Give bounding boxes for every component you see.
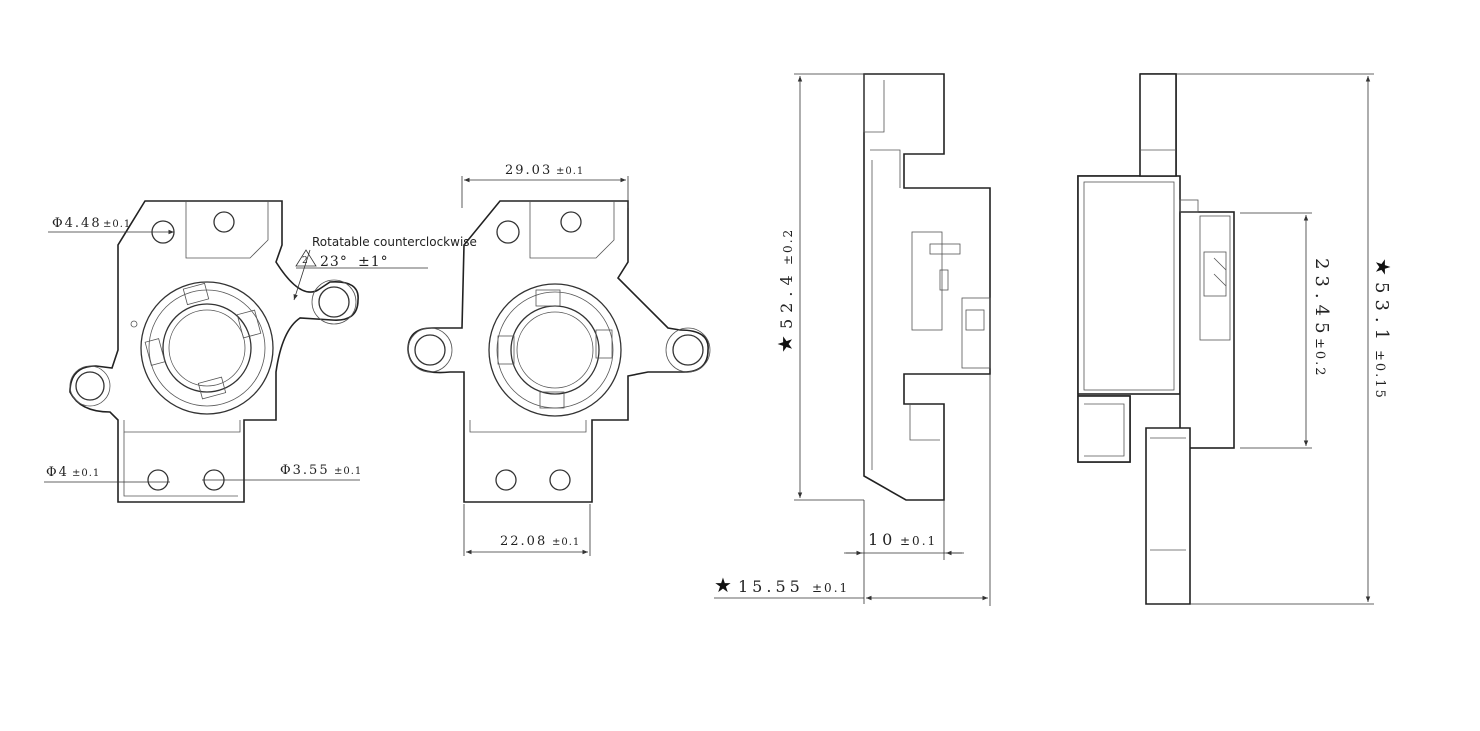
dim-hole-mid-tol: ±0.1 — [334, 466, 362, 477]
dim-height-right-tol: ±0.15 — [1372, 350, 1387, 400]
dim-hole-small-tol: ±0.1 — [72, 468, 100, 479]
dim-height-right: ★ 53.1 ±0.15 — [1176, 73, 1395, 605]
dim-height-left-key: ★ — [773, 335, 797, 353]
dim-thickness-tol: ±0.1 — [900, 534, 937, 548]
dim-thickness: 10 ±0.1 — [844, 500, 964, 604]
dim-hole-large-main: Φ4.48 — [52, 216, 102, 231]
side-view-left — [863, 73, 991, 501]
side-view-right — [1077, 73, 1235, 605]
dim-height-left-main: 52.4 — [777, 269, 796, 329]
dim-height-left-tol: ±0.2 — [781, 228, 795, 265]
rotation-flag: 2 — [302, 256, 308, 266]
dim-width-top-tol: ±0.1 — [556, 166, 584, 177]
dim-hole-small-main: Φ4 — [46, 465, 69, 480]
dim-hole-diameter-large: Φ4.48 ±0.1 — [48, 216, 174, 235]
dim-inner-height-tol: ±0.2 — [1312, 338, 1327, 378]
rotation-label: Rotatable counterclockwise — [312, 235, 477, 249]
rotation-angle: 23° — [320, 254, 348, 270]
dim-width-bottom-tol: ±0.1 — [552, 537, 580, 548]
dim-inner-height: 23.45 ±0.2 — [1240, 212, 1332, 449]
dim-width-bottom: 22.08 ±0.1 — [463, 504, 591, 556]
dim-width-top: 29.03 ±0.1 — [461, 163, 629, 208]
dim-inner-height-main: 23.45 — [1311, 258, 1332, 340]
dim-thickness-main: 10 — [868, 530, 896, 549]
rotation-tol: ±1° — [358, 254, 389, 270]
dim-height-right-main: 53.1 — [1371, 282, 1392, 346]
dim-hole-large-tol: ±0.1 — [103, 219, 131, 230]
front-view-rotated — [69, 200, 359, 503]
dim-hole-mid-main: Φ3.55 — [280, 463, 330, 478]
dim-depth-total-main: 15.55 — [738, 577, 804, 596]
dim-width-bottom-main: 22.08 — [500, 534, 547, 549]
dim-height-right-key: ★ — [1371, 258, 1395, 276]
dim-depth-total: ★ 15.55 ±0.1 — [714, 374, 991, 606]
dim-height-left: ★ 52.4 ±0.2 — [773, 73, 864, 501]
rotation-note: 2 Rotatable counterclockwise 23° ±1° — [293, 235, 477, 301]
dim-width-top-main: 29.03 — [505, 163, 552, 178]
dim-depth-total-tol: ±0.1 — [812, 581, 849, 595]
dim-hole-diameter-mid: Φ3.55 ±0.1 — [202, 463, 362, 481]
front-view — [407, 200, 711, 503]
dim-hole-diameter-small: Φ4 ±0.1 — [44, 465, 170, 483]
dim-depth-total-key: ★ — [714, 573, 732, 597]
